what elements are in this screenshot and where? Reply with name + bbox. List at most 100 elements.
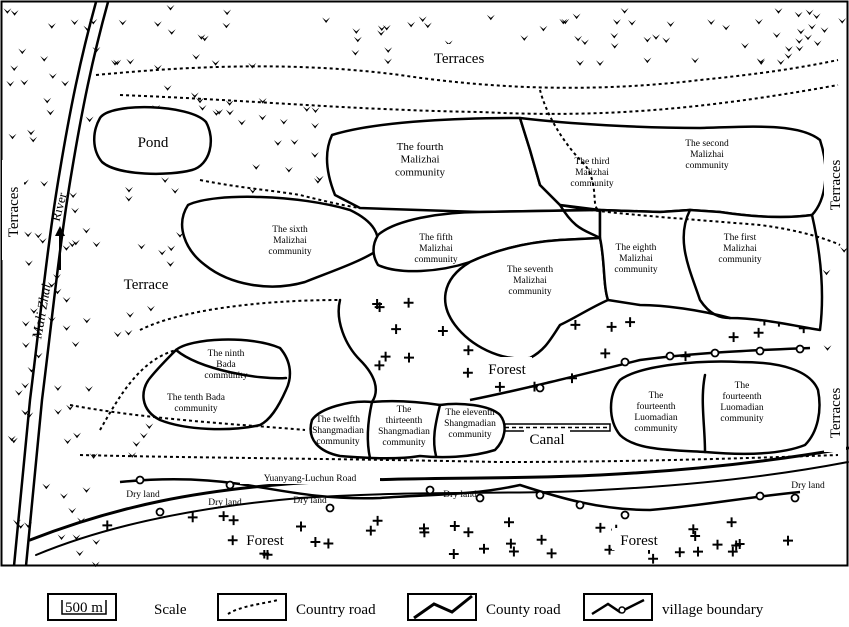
terrace-symbol (610, 43, 619, 49)
village-boundaries (174, 203, 732, 460)
forest-symbol (404, 352, 414, 363)
terrace-symbol (796, 28, 805, 35)
community-label-line: The ninth (208, 349, 245, 359)
area-eighth-first-malizhai (598, 208, 824, 332)
terrace-symbol (158, 249, 167, 256)
country-roads (69, 59, 841, 464)
terrace-symbol (20, 79, 29, 86)
terrace-symbol (71, 207, 80, 214)
scale-box (47, 593, 117, 621)
forest-symbol (463, 527, 474, 538)
terrace-symbol (418, 16, 427, 22)
forest-symbol (606, 321, 617, 332)
terrace-symbol (43, 97, 52, 104)
terrace-symbol (54, 409, 63, 415)
terrace-symbol (82, 317, 91, 324)
community-label-line: Luomadian (634, 413, 678, 423)
terrace-symbol (805, 9, 814, 16)
label-forest-bottom-left: Forest (246, 533, 284, 549)
forest-symbol (227, 535, 238, 546)
terrace-symbol (311, 122, 320, 129)
label-forest-mid: Forest (488, 362, 526, 378)
community-label-line: The third (574, 157, 609, 167)
terrace-symbol (190, 92, 199, 98)
terrace-symbol (772, 32, 781, 38)
community-label-line: Shangmadian (312, 426, 364, 436)
forest-symbol (712, 539, 723, 550)
terrace-symbol (68, 507, 77, 514)
terrace-symbol (237, 119, 246, 126)
community-label-line: Malizhai (400, 154, 439, 166)
forest-symbol (462, 367, 473, 378)
label-dry-land: Dry land (208, 498, 242, 508)
terrace-symbol (351, 49, 360, 56)
terrace-symbol (153, 21, 162, 27)
forest-symbol (648, 553, 659, 564)
forest-symbol (374, 360, 385, 371)
forest-symbol (187, 512, 198, 523)
forest-symbol (218, 511, 229, 522)
community-label-line: The (735, 381, 750, 391)
community-label-line: The sixth (272, 225, 308, 235)
terrace-symbol (59, 493, 68, 499)
community-areas (142, 116, 827, 460)
label-forest-bottom-right: Forest (620, 533, 658, 549)
terrace-symbol (27, 129, 35, 136)
label-pond: Pond (138, 135, 169, 151)
community-label-line: community (508, 287, 552, 297)
community-label-line: The eighth (616, 243, 657, 253)
label-dry-land: Dry land (443, 490, 477, 500)
label-river: River (48, 190, 70, 222)
community-label-line: community (204, 371, 248, 381)
terrace-symbol (311, 107, 320, 113)
forest-symbol (449, 521, 460, 531)
legend-country-road-label: Country road (296, 602, 376, 618)
community-label-line: The tenth Bada (167, 393, 226, 403)
area-bada (142, 338, 292, 431)
community-label-line: The fourth (397, 141, 444, 153)
label-road-name: Yuanyang-Luchun Road (264, 474, 357, 484)
terrace-symbol (273, 140, 282, 146)
terrace-symbol (666, 21, 675, 27)
terrace-symbol (18, 48, 27, 55)
terrace-symbol (812, 13, 821, 19)
legend: 500 m Scale Country road County road vil… (47, 593, 764, 621)
terrace-symbol (163, 85, 172, 91)
community-label-line: Malizhai (690, 150, 724, 160)
community-label-line: community (395, 166, 446, 178)
terrace-symbol (198, 105, 207, 111)
terrace-symbol (486, 14, 495, 21)
terrace-symbol (823, 345, 832, 351)
forest-symbol (479, 543, 489, 554)
terrace-symbol (707, 19, 716, 25)
forest-symbol (536, 534, 547, 545)
terrace-symbol (137, 243, 146, 250)
terrace-symbol (84, 386, 93, 392)
terrace-symbol (322, 17, 331, 23)
community-label-line: Malizhai (273, 236, 307, 246)
terrace-symbol (126, 58, 135, 65)
forest-symbol (753, 327, 764, 338)
terrace-symbol (377, 25, 386, 31)
terrace-symbol (279, 118, 288, 125)
community-label-line: Luomadian (720, 403, 764, 413)
terrace-symbol (784, 53, 793, 59)
terrace-symbol (384, 47, 393, 53)
map-frame (0, 0, 849, 567)
forest-symbol (595, 522, 606, 533)
label-terraces-top: Terraces (434, 51, 485, 67)
forest-symbol (463, 345, 474, 356)
community-label-line: The first (724, 232, 757, 243)
label-terraces-right-top: Terraces (828, 160, 844, 211)
terrace-symbol (310, 152, 319, 158)
forest-symbol (728, 332, 739, 343)
forest-symbol (674, 547, 685, 558)
terrace-symbol (71, 341, 80, 347)
forest-symbol (504, 517, 514, 528)
community-label-line: Shangmadian (444, 419, 496, 429)
